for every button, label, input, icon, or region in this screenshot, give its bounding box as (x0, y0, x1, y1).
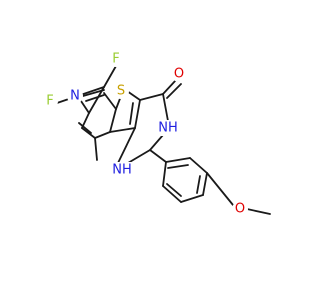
bond-n1-c9a (117, 127, 136, 164)
atom-label-nh-upper: NH (158, 121, 178, 136)
atom-f-top: F (108, 51, 124, 67)
bond-ph-1 (165, 157, 191, 163)
bond-c9-c8-double (78, 122, 92, 134)
bond-ph-to-o (206, 172, 234, 206)
bond-ph-6 (162, 161, 167, 187)
bond-ph-5-double (166, 183, 182, 197)
bond-layer (56, 65, 271, 215)
atom-label-o-carbonyl: O (174, 67, 184, 82)
bond-c2-ph (149, 149, 167, 163)
bond-n-c8a-b (85, 94, 105, 102)
bond-c4a-c9 (94, 131, 111, 139)
bond-c9-c8 (81, 127, 96, 139)
bond-ph-1-double (167, 164, 189, 169)
bond-c9b-c9a (134, 99, 141, 129)
bond-c8-c7 (81, 112, 90, 129)
atom-label-o-methoxy: O (235, 202, 245, 217)
atom-nh-upper: NH (157, 120, 179, 136)
atom-n-pyridine: N (67, 88, 83, 104)
bond-f-top (103, 65, 117, 88)
bond-c9b-c9a-double (129, 102, 134, 125)
bond-c9a-c4a (109, 127, 136, 133)
bond-c9b-c4 (139, 93, 164, 101)
bond-ph-2 (189, 157, 208, 174)
molecule-canvas: F F N S O NH NH O (42, 51, 271, 217)
bond-c4-n3 (162, 93, 169, 122)
atom-label-s-thiophene: S (117, 84, 125, 99)
bond-c2-n1 (127, 149, 151, 164)
bond-ph-3-double (196, 175, 201, 194)
atom-f-left: F (42, 93, 58, 109)
molecule-structure: F F N S O NH NH O (42, 51, 271, 217)
atom-nh-lower: NH (111, 162, 133, 178)
bond-c4-o-b (166, 83, 182, 99)
bond-c4b-c4a (109, 108, 117, 133)
atom-label-f-top: F (112, 52, 119, 67)
bond-ph-4 (180, 194, 204, 203)
atom-label-nh-lower: NH (112, 163, 132, 178)
bond-n3-c2 (149, 134, 164, 151)
bond-o-methyl (246, 208, 271, 215)
atom-o-carbonyl: O (171, 66, 187, 82)
bond-n-c8a-a (82, 89, 105, 97)
bond-c4-o-a (162, 79, 177, 95)
bond-c7-n (80, 100, 90, 114)
bond-c8a-c4b (103, 92, 117, 110)
atom-o-methoxy: O (232, 201, 248, 217)
bond-ph-3 (202, 172, 208, 196)
atom-label-f-left: F (46, 94, 53, 109)
bond-methyl (94, 137, 98, 161)
atom-s-thiophene: S (113, 83, 129, 99)
bond-s-c9b (126, 90, 141, 101)
bond-ph-5 (162, 185, 182, 203)
atom-label-n-pyridine: N (70, 89, 80, 104)
